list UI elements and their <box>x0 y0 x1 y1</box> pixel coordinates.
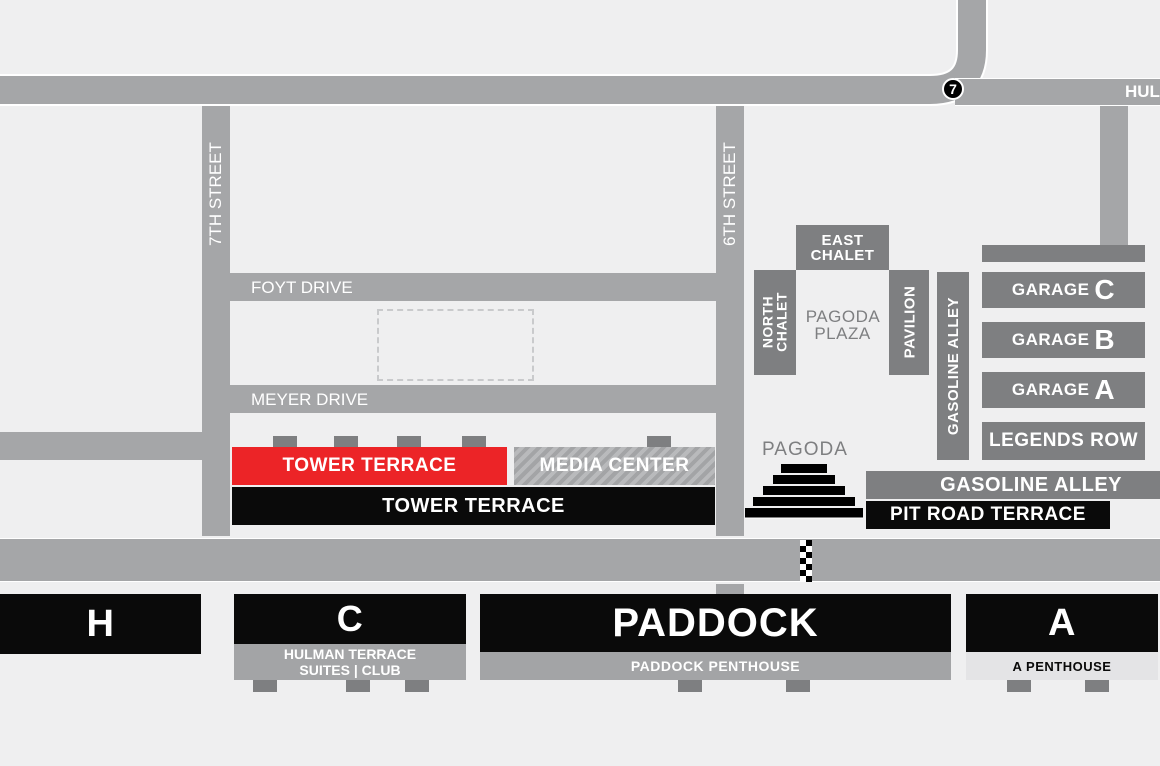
track-connector <box>716 584 744 596</box>
c-tab-3 <box>405 680 429 692</box>
top-road-fill <box>0 0 986 104</box>
garage-c[interactable]: GARAGE C <box>982 272 1145 308</box>
tower-terrace-red[interactable]: TOWER TERRACE <box>232 447 507 485</box>
c-tab-2 <box>346 680 370 692</box>
paddock[interactable]: PADDOCK <box>480 594 951 652</box>
garage-c-letter: C <box>1094 274 1116 305</box>
a-penthouse[interactable]: A PENTHOUSE <box>966 652 1158 680</box>
hulman-road <box>955 78 1160 106</box>
media-center[interactable]: MEDIA CENTER <box>514 447 715 485</box>
right-vertical-road <box>1100 106 1128 246</box>
stand-c-sub-line1: HULMAN TERRACE <box>283 646 417 662</box>
tower-tab-2 <box>334 436 358 448</box>
media-tab <box>647 436 671 448</box>
c-tab-1 <box>253 680 277 692</box>
tower-tab-1 <box>273 436 297 448</box>
garage-a-letter: A <box>1094 374 1116 405</box>
garage-c-prefix: GARAGE <box>1011 280 1090 299</box>
paddock-penthouse[interactable]: PADDOCK PENTHOUSE <box>480 652 951 680</box>
pit-road-terrace[interactable]: PIT ROAD TERRACE <box>866 501 1110 529</box>
pagoda-plaza-label: PAGODA PLAZA <box>805 307 881 343</box>
sixth-street-label: 6TH STREET <box>720 142 739 246</box>
stand-a[interactable]: A <box>966 594 1158 652</box>
north-chalet[interactable]: NORTH CHALET <box>754 270 796 375</box>
start-finish-line <box>800 540 812 582</box>
sixth-street-road <box>716 106 744 536</box>
stand-c-sub-line2: SUITES | CLUB <box>299 662 401 678</box>
paddock-tab-1 <box>678 680 702 692</box>
road-marker-7: 7 <box>942 78 964 100</box>
foyt-drive-road <box>230 273 716 301</box>
stand-c[interactable]: C <box>234 594 466 644</box>
gasoline-alley-vertical-label: GASOLINE ALLEY <box>944 296 962 436</box>
gasoline-alley-horizontal[interactable]: GASOLINE ALLEY <box>866 471 1160 499</box>
seventh-street-road <box>202 106 230 536</box>
garage-b-letter: B <box>1094 324 1116 355</box>
garage-b[interactable]: GARAGE B <box>982 322 1145 358</box>
main-track-road <box>0 538 1160 582</box>
dashed-placeholder <box>377 309 534 381</box>
garage-b-prefix: GARAGE <box>1011 330 1090 349</box>
stand-h[interactable]: H <box>0 594 201 654</box>
north-chalet-label: NORTH CHALET <box>759 292 790 352</box>
seventh-street-label: 7TH STREET <box>206 142 225 246</box>
paddock-tab-2 <box>786 680 810 692</box>
tower-tab-3 <box>397 436 421 448</box>
pagoda-icon[interactable] <box>745 462 863 522</box>
legends-row[interactable]: LEGENDS ROW <box>982 422 1145 460</box>
foyt-drive-label: FOYT DRIVE <box>251 278 353 297</box>
pagoda-label: PAGODA <box>762 439 848 460</box>
meyer-drive-road <box>230 385 716 413</box>
left-west-road <box>0 432 202 460</box>
garage-a[interactable]: GARAGE A <box>982 372 1145 408</box>
a-tab-2 <box>1085 680 1109 692</box>
stand-c-sub[interactable]: HULMAN TERRACE SUITES | CLUB <box>234 644 466 680</box>
hulman-label: HULM <box>1125 82 1160 101</box>
meyer-drive-label: MEYER DRIVE <box>251 390 369 409</box>
east-chalet[interactable]: EAST CHALET <box>796 225 889 270</box>
garage-a-prefix: GARAGE <box>1011 380 1090 399</box>
pavilion-label: PAVILION <box>901 285 918 359</box>
gasoline-alley-vertical[interactable]: GASOLINE ALLEY <box>937 272 969 460</box>
a-tab-1 <box>1007 680 1031 692</box>
tower-tab-4 <box>462 436 486 448</box>
pavilion[interactable]: PAVILION <box>889 270 929 375</box>
garage-top-bar <box>982 245 1145 262</box>
tower-terrace-black[interactable]: TOWER TERRACE <box>232 487 715 525</box>
